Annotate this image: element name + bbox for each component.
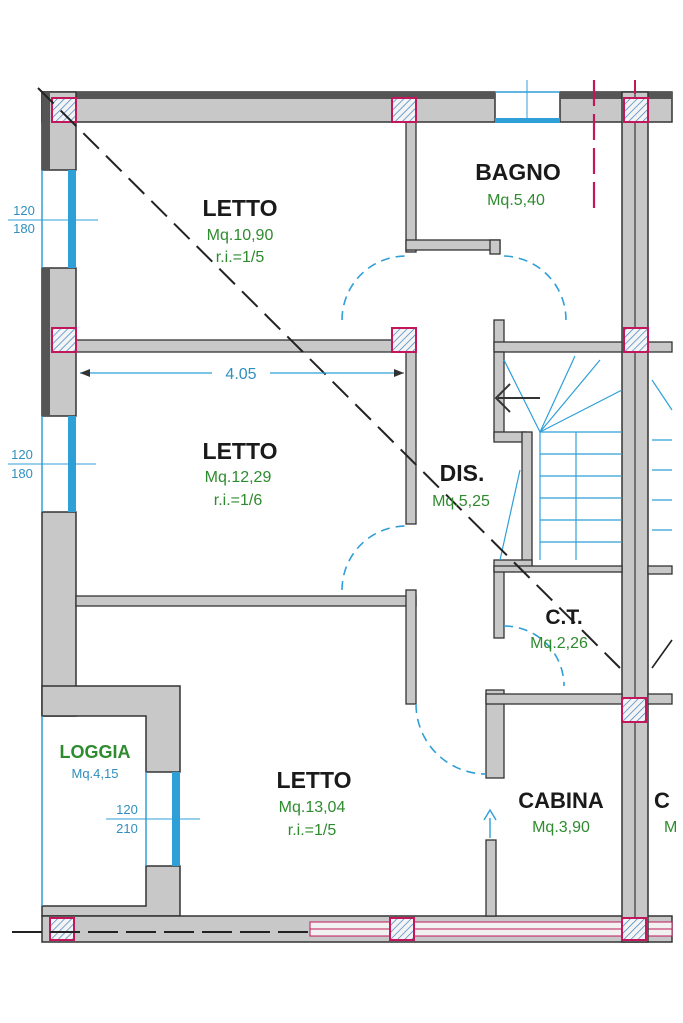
room-area: Mq.2,26: [530, 635, 588, 652]
room-ratio: r.i.=1/5: [216, 249, 265, 266]
room-bagno: BAGNO Mq.5,40: [475, 159, 561, 209]
column: [51, 97, 77, 123]
room-name: C: [654, 788, 670, 813]
window: [68, 170, 76, 268]
window-height-label: 210: [116, 821, 138, 836]
room-ct: C.T. Mq.2,26: [530, 606, 588, 652]
room-ratio: r.i.=1/6: [214, 492, 263, 509]
room-name: C.T.: [545, 606, 582, 629]
room-dis: DIS. Mq.5,25: [432, 460, 490, 510]
window-labels: 120 180 120 180 120 210: [8, 203, 200, 836]
column: [621, 917, 647, 941]
structural-columns: [49, 97, 649, 941]
room-area: M: [664, 819, 677, 836]
window-width-label: 120: [11, 447, 33, 462]
room-letto-3: LETTO Mq.13,04 r.i.=1/5: [277, 767, 352, 839]
window-width-label: 120: [116, 802, 138, 817]
room-name: LOGGIA: [60, 742, 131, 762]
column: [389, 917, 415, 941]
room-letto-2: LETTO Mq.12,29 r.i.=1/6: [203, 438, 278, 509]
section-line: [37, 87, 621, 669]
door-swings: [341, 255, 567, 775]
staircase: [499, 355, 673, 561]
window-height-label: 180: [11, 466, 33, 481]
dimension-label: 4.05: [225, 366, 256, 383]
room-area: Mq.12,29: [205, 469, 272, 486]
room-name: CABINA: [518, 788, 604, 813]
column: [51, 327, 77, 353]
column: [391, 327, 417, 353]
column: [621, 697, 647, 723]
column: [623, 327, 649, 353]
room-area: Mq.5,40: [487, 192, 545, 209]
stair-arrow-icon: [494, 383, 540, 413]
room-letto-1: LETTO Mq.10,90 r.i.=1/5: [203, 195, 278, 266]
room-name: LETTO: [277, 767, 352, 793]
room-cabina: CABINA Mq.3,90: [518, 788, 604, 836]
column: [49, 917, 75, 941]
room-partial-right: C M: [654, 788, 677, 836]
room-area: Mq.13,04: [279, 799, 346, 816]
room-area: Mq.3,90: [532, 819, 590, 836]
room-name: LETTO: [203, 438, 278, 464]
room-area: Mq.10,90: [207, 227, 274, 244]
window-height-label: 180: [13, 221, 35, 236]
room-area: Mq.5,25: [432, 493, 490, 510]
window-width-label: 120: [13, 203, 35, 218]
room-area: Mq.4,15: [72, 766, 119, 781]
exterior-walls: [41, 91, 673, 943]
column: [623, 97, 649, 123]
room-ratio: r.i.=1/5: [288, 822, 337, 839]
dimension-line: 4.05: [80, 366, 404, 383]
room-loggia: LOGGIA Mq.4,15: [60, 742, 131, 781]
room-name: LETTO: [203, 195, 278, 221]
room-name: DIS.: [440, 460, 485, 486]
room-name: BAGNO: [475, 159, 561, 185]
column: [391, 97, 417, 123]
